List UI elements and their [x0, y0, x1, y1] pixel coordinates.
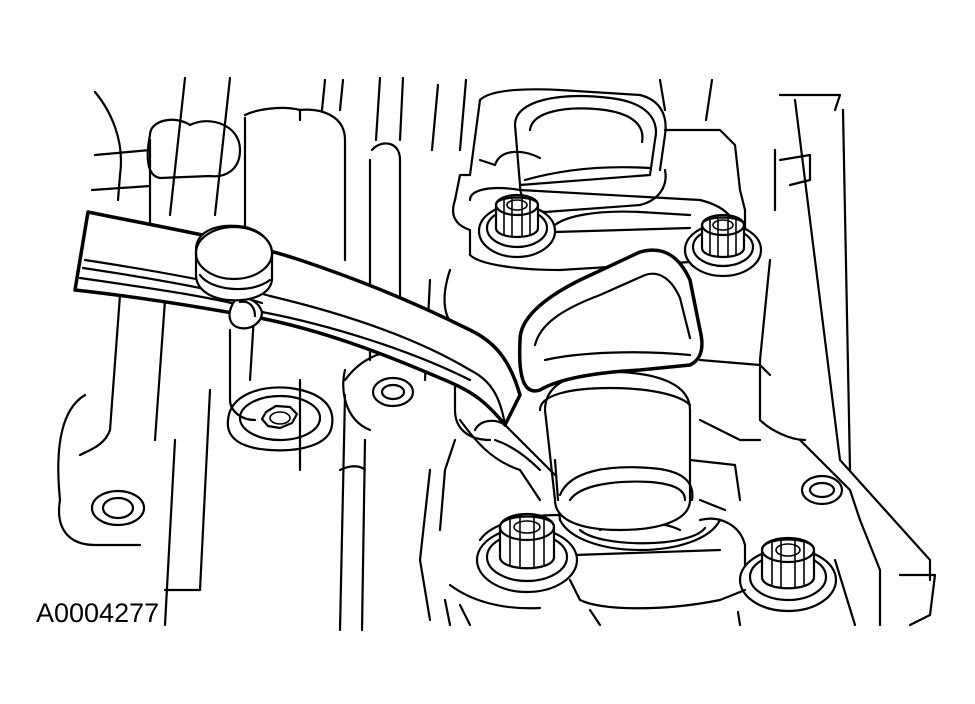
camshaft: [538, 370, 694, 532]
washer-left: [90, 489, 146, 527]
cam-cap-rear: [423, 88, 747, 382]
cam-lobe: [517, 248, 704, 393]
pry-tool: [73, 210, 522, 427]
washer-center: [371, 376, 415, 408]
casting-right: [430, 78, 937, 627]
casting-left-outline: [90, 76, 405, 362]
bolt-lower-left: [475, 512, 579, 594]
cam-journal-shadow: [473, 419, 557, 477]
camshaft-journal-top: [513, 95, 658, 187]
bolt-upper-right: [683, 213, 763, 278]
tool-pivot-disc: [194, 224, 274, 302]
bolt-lower-right: [738, 536, 838, 613]
washer-right: [800, 474, 844, 506]
socket-head-bolt-center: [226, 386, 334, 452]
figure-id-label: A0004277: [36, 598, 160, 628]
casting-right-lower: [448, 578, 747, 627]
bolt-upper-left: [477, 193, 557, 259]
